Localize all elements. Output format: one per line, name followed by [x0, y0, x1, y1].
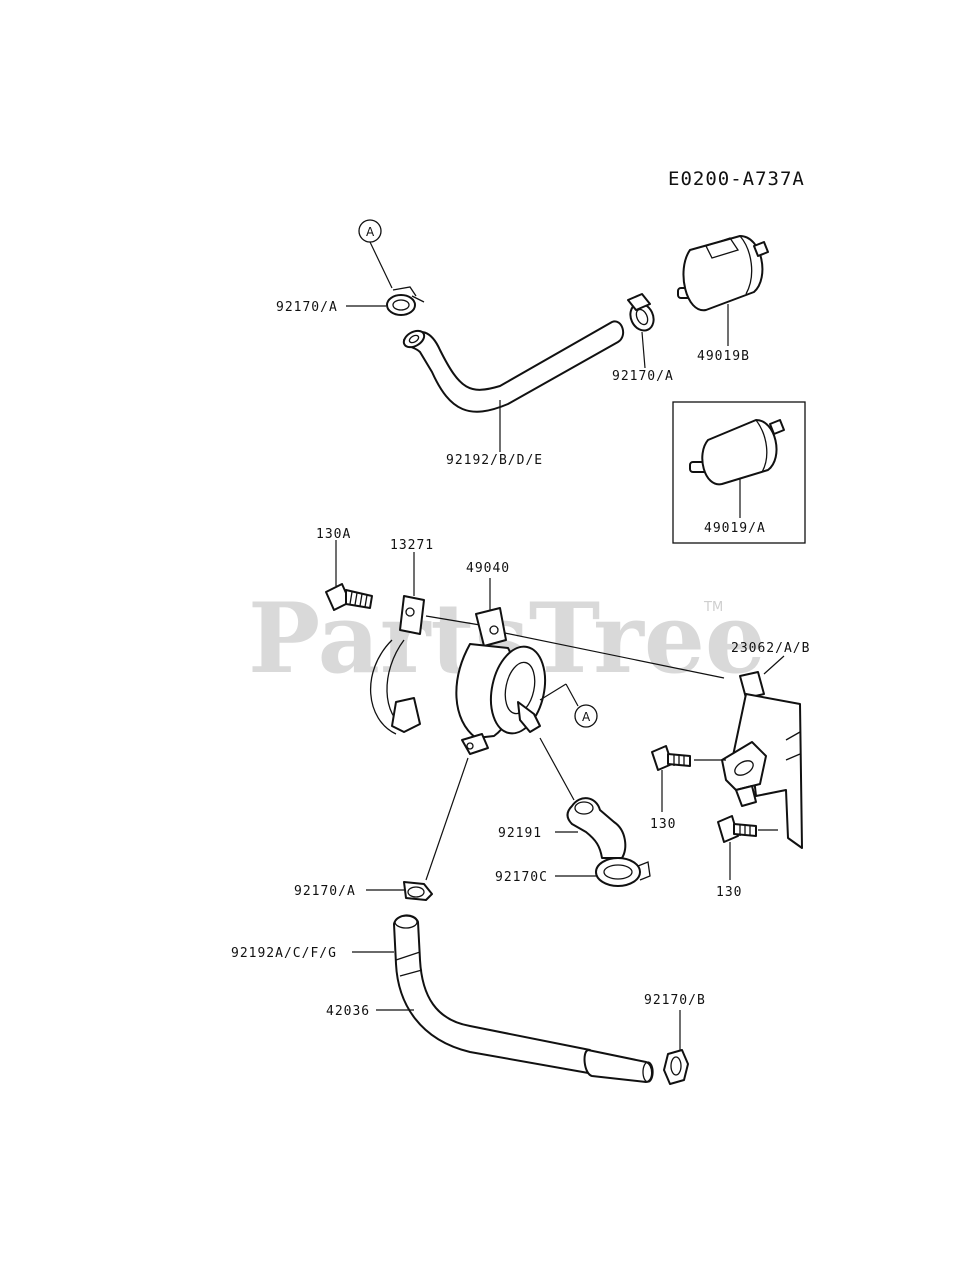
label-elbow-hose: 92191 [498, 826, 542, 841]
alternate-filter-box [672, 401, 806, 544]
label-hose-bottom-upper: 92192A/C/F/G [231, 946, 337, 961]
label-fuel-pump: 49040 [466, 561, 510, 576]
label-fuel-filter-main: 49019B [697, 349, 750, 364]
clamp-elbow[interactable] [595, 857, 651, 887]
bracket-left[interactable] [370, 595, 425, 735]
diagram-code: E0200-A737A [668, 168, 805, 190]
watermark-trademark: TM [703, 600, 723, 615]
clamp-top-right[interactable] [626, 293, 658, 334]
label-bracket-right: 23062/A/B [731, 641, 810, 656]
svg-text:A: A [366, 225, 375, 239]
label-clamp-bottom-end: 92170/B [644, 993, 706, 1008]
bolt-left[interactable] [325, 583, 373, 611]
bolt-right-upper[interactable] [651, 745, 691, 771]
bolt-right-lower[interactable] [717, 815, 757, 843]
callout-a-top: A [358, 219, 393, 289]
fuel-pump[interactable] [455, 607, 552, 755]
callout-a-middle: A [539, 683, 598, 728]
clamp-bottom-end[interactable] [663, 1049, 689, 1085]
elbow-hose[interactable] [566, 797, 627, 859]
label-hose-top: 92192/B/D/E [446, 453, 543, 468]
svg-text:A: A [582, 710, 591, 724]
fuel-filter-alternate[interactable] [689, 419, 785, 486]
label-clamp-top-left: 92170/A [276, 300, 338, 315]
label-clamp-top-right: 92170/A [612, 369, 674, 384]
label-clamp-pump-outlet: 92170/A [294, 884, 356, 899]
hose-bottom[interactable] [393, 914, 654, 1083]
bracket-right[interactable] [721, 671, 803, 849]
label-bolt-right-upper: 130 [650, 817, 676, 832]
clamp-pump-outlet[interactable] [403, 881, 433, 901]
label-clamp-elbow: 92170C [495, 870, 548, 885]
hose-top[interactable] [401, 320, 625, 413]
label-hose-bottom: 42036 [326, 1004, 370, 1019]
label-bolt-right-lower: 130 [716, 885, 742, 900]
label-bracket-left: 13271 [390, 538, 434, 553]
label-fuel-filter-alternate: 49019/A [704, 521, 766, 536]
fuel-filter-main[interactable] [677, 235, 769, 312]
clamp-top-left[interactable] [386, 286, 425, 316]
label-bolt-left: 130A [316, 527, 351, 542]
